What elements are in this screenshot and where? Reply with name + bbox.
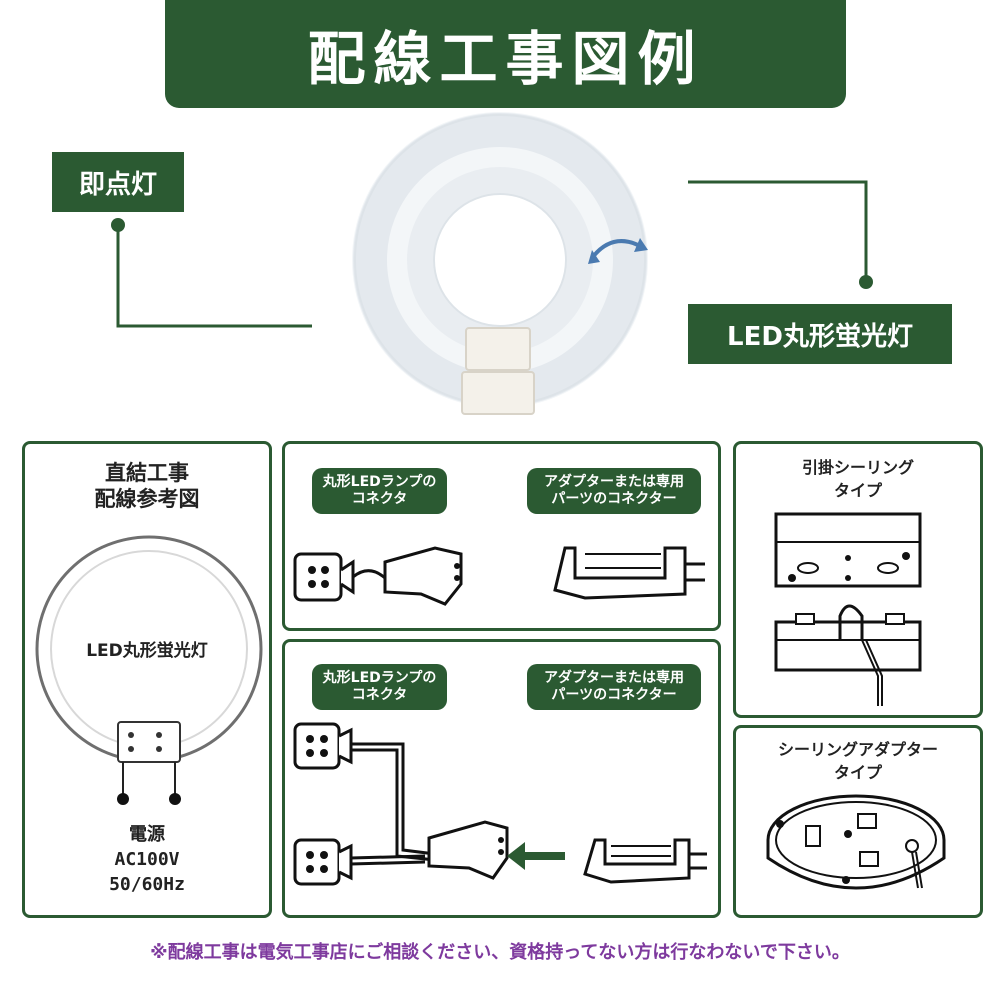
callout-line-right bbox=[688, 180, 868, 280]
pill-text-line2: コネクタ bbox=[351, 687, 408, 703]
voltage-label: AC100V bbox=[114, 849, 180, 870]
power-label: 電源 bbox=[129, 824, 165, 845]
direct-wiring-title: 直結工事 配線参考図 bbox=[25, 460, 269, 512]
pill-text-line2: コネクタ bbox=[351, 491, 408, 507]
insert-arrow-icon bbox=[507, 842, 565, 870]
connector-drawing-top bbox=[293, 546, 705, 606]
power-info: 電源 AC100V 50/60Hz bbox=[25, 822, 269, 897]
ceiling-adapter-title-line2: タイプ bbox=[833, 763, 882, 782]
panel-connector-bottom: 丸形LEDランプの コネクタ アダプターまたは専用 パーツのコネクター bbox=[282, 639, 721, 918]
ring-connector bbox=[117, 721, 181, 763]
panel-connector-top: 丸形LEDランプの コネクタ アダプターまたは専用 パーツのコネクター bbox=[282, 441, 721, 631]
hook-ceiling-title-line2: タイプ bbox=[833, 481, 882, 500]
frequency-label: 50/60Hz bbox=[109, 874, 185, 895]
ring-label: LED丸形蛍光灯 bbox=[86, 641, 208, 661]
adapter-connector bbox=[583, 838, 691, 884]
lamp-plug-upper bbox=[293, 722, 341, 770]
adapter-connector-pill-top: アダプターまたは専用 パーツのコネクター bbox=[527, 468, 701, 514]
lamp-connector-pill-top: 丸形LEDランプの コネクタ bbox=[312, 468, 447, 514]
panel-direct-wiring: 直結工事 配線参考図 LED丸形蛍光灯 電源 AC100V 50/60Hz bbox=[22, 441, 272, 918]
ceiling-adapter-drawing bbox=[766, 794, 946, 890]
adapter-connector bbox=[553, 546, 687, 600]
wiring-warning: ※配線工事は電気工事店にご相談ください、資格持ってない方は行なわないで下さい。 bbox=[150, 942, 850, 963]
ceiling-adapter-title: シーリングアダプター タイプ bbox=[736, 738, 980, 784]
adapter-connector-pill-bottom: アダプターまたは専用 パーツのコネクター bbox=[527, 664, 701, 710]
hook-ceiling-title-line1: 引掛シーリング bbox=[801, 458, 914, 477]
panel-hook-ceiling: 引掛シーリング タイプ bbox=[733, 441, 983, 718]
lamp-connector-lower bbox=[461, 371, 535, 415]
terminal-right bbox=[169, 793, 181, 805]
hook-ceiling-drawing bbox=[774, 512, 922, 706]
pill-text-line1: 丸形LEDランプの bbox=[322, 474, 437, 490]
pill-text-line1: アダプターまたは専用 bbox=[544, 474, 684, 490]
splice-socket bbox=[427, 820, 509, 880]
direct-wiring-title-line2: 配線参考図 bbox=[94, 487, 200, 511]
rotate-arrow-icon bbox=[590, 239, 641, 260]
lamp-plug-lower bbox=[293, 838, 341, 886]
callout-line-left bbox=[116, 225, 312, 328]
page-title: 配線工事図例 bbox=[165, 0, 846, 108]
hook-ceiling-title: 引掛シーリング タイプ bbox=[736, 456, 980, 502]
direct-wiring-title-line1: 直結工事 bbox=[105, 461, 189, 485]
ceiling-adapter-title-line1: シーリングアダプター bbox=[777, 740, 938, 759]
instant-on-label: 即点灯 bbox=[52, 152, 184, 212]
pill-text-line1: 丸形LEDランプの bbox=[322, 670, 437, 686]
lamp-connector-upper bbox=[465, 327, 531, 371]
connector-drawing-bottom bbox=[293, 722, 707, 886]
lamp-illustration bbox=[111, 112, 873, 415]
lamp-plug bbox=[293, 552, 343, 602]
pill-text-line1: アダプターまたは専用 bbox=[544, 670, 684, 686]
lamp-socket bbox=[383, 546, 463, 606]
panel-ceiling-adapter: シーリングアダプター タイプ bbox=[733, 725, 983, 918]
terminal-left bbox=[117, 793, 129, 805]
pill-text-line2: パーツのコネクター bbox=[551, 491, 677, 507]
direct-wiring-diagram bbox=[35, 535, 263, 805]
lamp-connector-pill-bottom: 丸形LEDランプの コネクタ bbox=[312, 664, 447, 710]
pill-text-line2: パーツのコネクター bbox=[551, 687, 677, 703]
product-name-label: LED丸形蛍光灯 bbox=[688, 304, 952, 364]
